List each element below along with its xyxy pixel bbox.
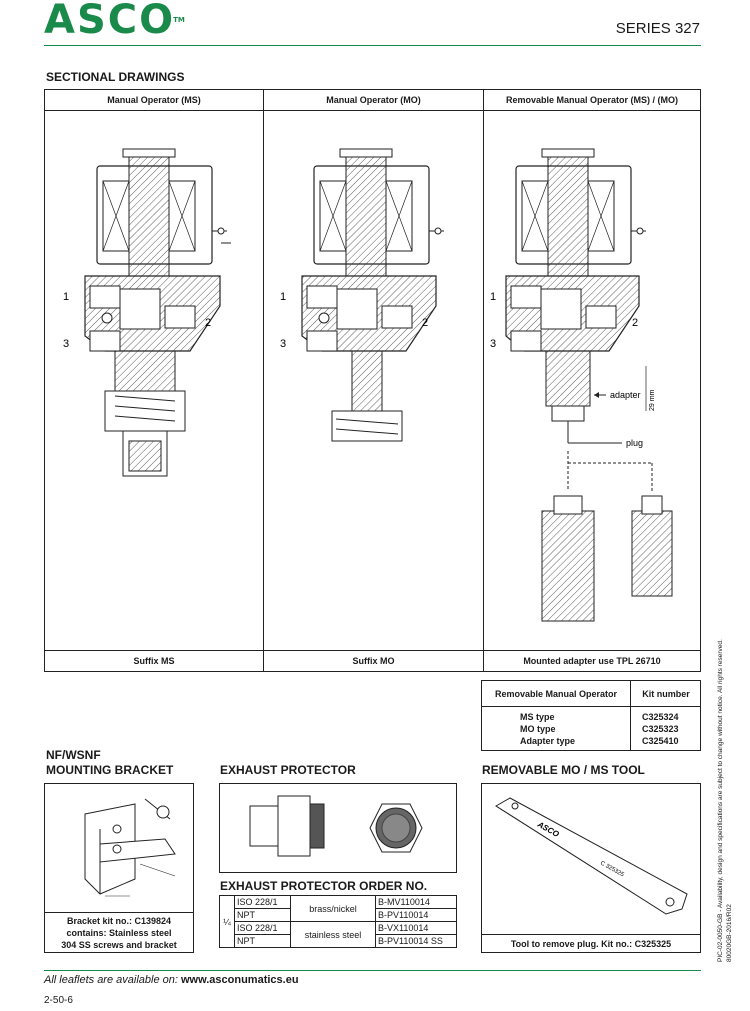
svg-text:3: 3 — [63, 338, 69, 350]
valve-drawing-removable: adapter 29 mm plug 1 3 2 — [490, 148, 673, 622]
col-footer-removable: Mounted adapter use TPL 26710 — [523, 656, 661, 666]
kit-row-number: C325410 — [642, 736, 679, 746]
bracket-caption: 304 SS screws and bracket — [61, 940, 177, 950]
bracket-caption: Bracket kit no.: C139824 — [66, 916, 172, 926]
kit-number-table: Removable Manual Operator Kit number MS … — [481, 680, 701, 751]
kit-row-type: MS type — [520, 712, 555, 722]
footer-url[interactable]: www.asconumatics.eu — [180, 974, 299, 986]
col-footer-mo: Suffix MO — [352, 656, 395, 666]
col-footer-ms: Suffix MS — [133, 656, 175, 666]
exhaust-order-title: EXHAUST PROTECTOR ORDER NO. — [220, 879, 428, 893]
exhaust-thread: ISO 228/1 — [234, 895, 291, 909]
svg-text:29 mm: 29 mm — [649, 389, 656, 411]
svg-text:plug: plug — [626, 438, 643, 448]
exhaust-order-table: ¼ ISO 228/1 brass/nickel B-MV110014 NPT … — [219, 895, 457, 948]
tool-box: ASCO C 325325 Tool to remove plug. Kit n… — [481, 783, 701, 953]
exhaust-drawing — [249, 795, 423, 857]
svg-text:2: 2 — [422, 317, 428, 329]
exhaust-order-number: B-PV110014 — [375, 908, 457, 922]
svg-text:2: 2 — [205, 317, 211, 329]
tool-drawing: ASCO C 325325 — [495, 797, 688, 915]
bracket-caption: contains: Stainless steel — [66, 928, 172, 938]
kit-row-type: MO type — [520, 724, 556, 734]
tool-caption: Tool to remove plug. Kit no.: C325325 — [510, 939, 672, 949]
bracket-title-line1: NF/WSNF — [46, 748, 101, 762]
col-header-removable: Removable Manual Operator (MS) / (MO) — [505, 95, 679, 105]
exhaust-order-number: B-PV110014 SS — [375, 934, 457, 948]
kit-table-header-number: Kit number — [642, 689, 690, 699]
series-title: SERIES 327 — [615, 20, 700, 37]
exhaust-order-number: B-VX110014 — [375, 921, 457, 935]
bracket-drawing — [84, 798, 176, 897]
exhaust-title: EXHAUST PROTECTOR — [220, 763, 356, 777]
footer-divider — [44, 970, 701, 971]
exhaust-order-number: B-MV110014 — [375, 895, 457, 909]
kit-row-number: C325324 — [642, 712, 679, 722]
bracket-title-line2: MOUNTING BRACKET — [46, 763, 174, 777]
exhaust-drawing-box — [219, 783, 457, 873]
footer-leaflets: All leaflets are available on: www.ascon… — [44, 974, 299, 986]
svg-text:1: 1 — [63, 291, 69, 303]
sectional-title: SECTIONAL DRAWINGS — [46, 70, 185, 84]
col-header-mo: Manual Operator (MO) — [326, 95, 421, 105]
valve-drawing-mo: 1 3 2 — [280, 148, 444, 442]
page-number: 2-50-6 — [44, 995, 73, 1006]
svg-text:1: 1 — [490, 291, 496, 303]
kit-row-number: C325323 — [642, 724, 679, 734]
side-note: PIC-02-0050-GB - Availability, design an… — [717, 639, 733, 962]
exhaust-thread: NPT — [234, 908, 291, 922]
kit-row-type: Adapter type — [520, 736, 576, 746]
svg-text:3: 3 — [280, 338, 286, 350]
exhaust-material: brass/nickel — [290, 895, 376, 922]
col-header-ms: Manual Operator (MS) — [107, 95, 201, 105]
exhaust-thread: NPT — [234, 934, 291, 948]
svg-text:1: 1 — [280, 291, 286, 303]
svg-text:3: 3 — [490, 338, 496, 350]
exhaust-material: stainless steel — [290, 921, 376, 948]
header-divider — [44, 45, 701, 46]
tool-title: REMOVABLE MO / MS TOOL — [482, 763, 645, 777]
sectional-table: Manual Operator (MS) Manual Operator (MO… — [44, 89, 701, 672]
kit-table-header-operator: Removable Manual Operator — [494, 689, 618, 699]
exhaust-thread: ISO 228/1 — [234, 921, 291, 935]
svg-text:adapter: adapter — [610, 390, 641, 400]
asco-logo: ASCOTM — [44, 0, 185, 43]
bracket-box: Bracket kit no.: C139824 contains: Stain… — [44, 783, 194, 953]
valve-drawing-ms: 1 3 2 — [63, 148, 231, 477]
exhaust-size: ¼ — [219, 895, 235, 948]
svg-text:2: 2 — [632, 317, 638, 329]
